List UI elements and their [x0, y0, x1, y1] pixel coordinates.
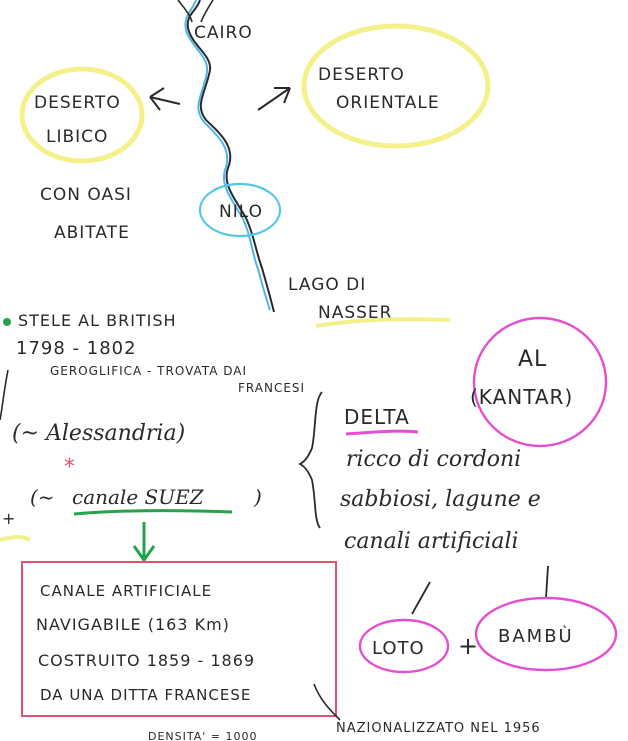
oasi-line1: CON OASI	[40, 185, 132, 205]
lake-label-line1: LAGO DI	[288, 275, 366, 295]
yellow-mark	[0, 535, 31, 542]
density-cut-text: DENSITA' = 1000	[148, 730, 258, 741]
suez-underline	[73, 509, 233, 516]
orientale-circle	[301, 23, 491, 149]
red-star-icon: *	[64, 455, 75, 480]
stele-line2: 1798 - 1802	[16, 338, 137, 359]
loto-circle	[358, 618, 450, 674]
nilo-circle	[198, 182, 282, 238]
delta-line3: canali artificiali	[344, 529, 519, 554]
oasi-line2: ABITATE	[54, 223, 130, 243]
city-label-cairo: CAIRO	[194, 23, 253, 43]
orientale-line1: DESERTO	[318, 65, 405, 85]
alexandria-text: (~ Alessandria)	[12, 421, 185, 446]
libico-line2: LIBICO	[46, 127, 108, 147]
nasser-underline	[315, 317, 451, 328]
delta-title: DELTA	[344, 405, 410, 429]
green-bullet-icon	[3, 318, 11, 326]
loto-label: LOTO	[372, 638, 425, 659]
plus-sign: +	[458, 632, 478, 660]
kantar-al: AL	[518, 347, 547, 372]
orientale-line2: ORIENTALE	[336, 93, 440, 113]
libico-circle	[19, 66, 145, 164]
bambu-circle	[474, 596, 618, 672]
stele-line4: FRANCESI	[238, 381, 305, 395]
canal-prefix: (~	[30, 485, 55, 509]
stele-line1: STELE AL BRITISH	[18, 311, 177, 330]
stele-line3: GEROGLIFICA - TROVATA DAI	[50, 364, 247, 378]
left-plus-mark: +	[2, 509, 15, 528]
arrow-down-icon	[132, 522, 156, 563]
left-margin-stroke	[0, 369, 9, 421]
canal-info-box	[21, 561, 337, 717]
delta-underline	[345, 429, 419, 436]
kantar-circle	[472, 316, 608, 448]
canal-box-line1: CANALE ARTIFICIALE	[40, 582, 212, 600]
river-label-nilo: NILO	[219, 202, 263, 222]
arrow-west-icon	[149, 87, 181, 111]
kantar-label: (KANTAR)	[470, 385, 573, 409]
canal-box-line2: NAVIGABILE (163 Km)	[36, 615, 230, 634]
libico-line1: DESERTO	[34, 93, 121, 113]
lake-label-line2: NASSER	[318, 303, 392, 323]
brace-icon	[297, 391, 323, 529]
arrow-east-icon	[257, 87, 291, 111]
bambu-label: BAMBÙ	[498, 625, 574, 647]
canal-box-line4: DA UNA DITTA FRANCESE	[40, 686, 251, 704]
canal-suez-text: canale SUEZ	[72, 485, 205, 509]
nationalized-leader	[313, 683, 341, 721]
delta-line1: ricco di cordoni	[346, 447, 521, 472]
loto-leader	[411, 581, 431, 615]
delta-line2: sabbiosi, lagune e	[340, 487, 541, 512]
bambu-leader	[545, 565, 549, 599]
nile-river	[177, 0, 275, 313]
canal-suffix: )	[253, 485, 262, 509]
nationalized-note: NAZIONALIZZATO NEL 1956	[336, 721, 541, 736]
canal-box-line3: COSTRUITO 1859 - 1869	[38, 651, 255, 670]
